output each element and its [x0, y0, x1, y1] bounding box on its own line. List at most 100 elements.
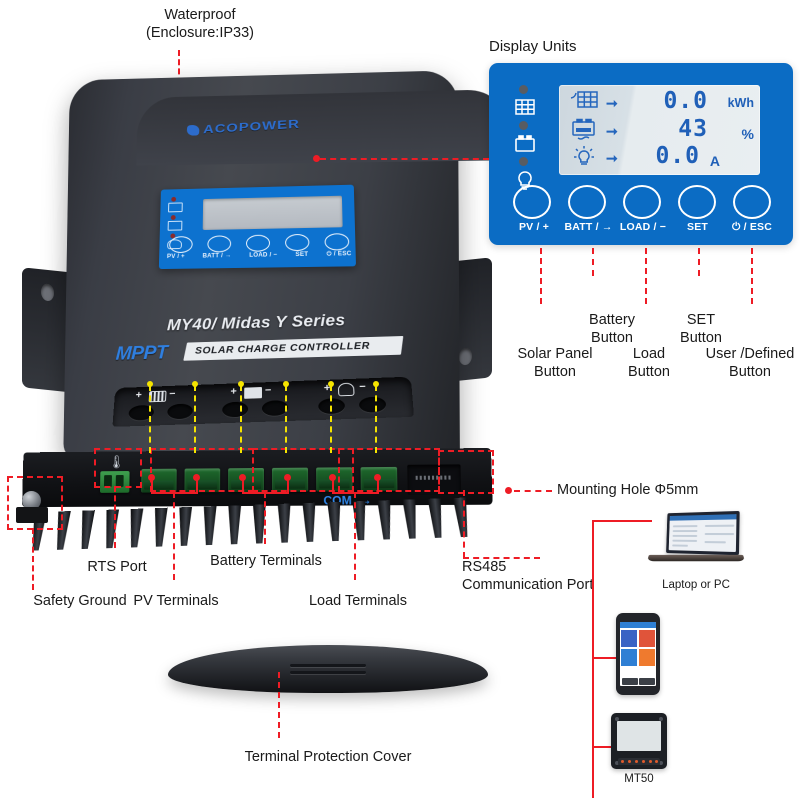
leader-rs485-v [463, 490, 465, 558]
badge-text: SOLAR CHARGE CONTROLLER [194, 339, 371, 357]
leader-load-plus [330, 385, 332, 453]
leader-batt-minus [285, 385, 287, 453]
lcd-value-current: 0.0 [655, 143, 700, 169]
lcd-row-solar: ➞ 0.0 kWh [559, 89, 760, 119]
leader-batt-plus [240, 385, 242, 453]
label-battery-terminals: Battery Terminals [210, 553, 322, 569]
label-terminal-protection-cover: Terminal Protection Cover [244, 749, 412, 765]
leader-rs485-h [463, 557, 540, 559]
controller-cap-load: LOAD / − [249, 251, 278, 259]
lcd-unit-soc: % [741, 126, 754, 142]
callout-waterproof-line1: Waterproof [164, 7, 236, 23]
controller-button-pv[interactable] [169, 236, 193, 254]
highlight-pv-terminals [150, 448, 254, 492]
charge-controller-unit: ACOPOWER PV / + BATT / → [0, 55, 540, 525]
load-minus-symbol: − [358, 381, 367, 393]
mounting-hole-dot [505, 487, 512, 494]
label-rs485-line1: RS485 [462, 559, 507, 575]
callout-solar-panel-button-line1: Solar Panel [517, 346, 593, 362]
badge-mppt: MPPT [115, 342, 168, 365]
display-button-pv[interactable] [513, 185, 551, 219]
leader-rts-port [114, 486, 116, 548]
leader-load-terminals [354, 492, 356, 580]
controller-indicator-leds [166, 196, 196, 250]
solar-panel-icon [515, 99, 535, 115]
controller-button-batt[interactable] [207, 235, 232, 253]
mounting-hole-left [41, 283, 54, 302]
label-safety-ground: Safety Ground [33, 593, 127, 609]
label-display-units: Display Units [489, 38, 577, 55]
controller-button-set[interactable] [285, 233, 310, 252]
display-button-load[interactable] [623, 185, 661, 219]
label-laptop: Laptop or PC [662, 579, 730, 591]
lcd-value-soc: 43 [678, 116, 708, 142]
lcd-row-battery: ➞ 43 % [559, 118, 760, 148]
highlight-safety-ground [7, 476, 63, 530]
display-unit-mt50: ➞ 0.0 kWh ➞ 43 % [489, 63, 793, 245]
lcd-unit-energy: kWh [727, 96, 754, 110]
solar-panel-icon [168, 202, 183, 213]
highlight-battery-terminals [252, 448, 354, 492]
label-rs485: RS485 Communication Port [462, 558, 640, 594]
leader-pv-terminals [173, 492, 175, 580]
led-battery [519, 121, 528, 130]
ground-screw-icon [22, 491, 41, 510]
controller-cap-batt: BATT / → [202, 252, 232, 260]
flow-arrow-icon: ➞ [606, 95, 618, 111]
display-indicator-leds [513, 85, 547, 190]
pv-minus-symbol: − [168, 388, 176, 400]
brand-mark-icon [186, 124, 200, 137]
terminal-hole-pv-minus [167, 403, 194, 420]
display-button-captions: PV / + BATT / → LOAD / − SET ⏻ / ESC [507, 221, 779, 234]
controller-button-load[interactable] [246, 234, 271, 252]
callout-battery-button: Battery Button [566, 311, 658, 347]
callout-load-button-line2: Button [628, 364, 670, 381]
display-button-batt[interactable] [568, 185, 606, 219]
battery-icon [572, 118, 595, 140]
battery-icon [515, 135, 535, 152]
bus-line-laptop [592, 520, 652, 522]
led-load [519, 157, 528, 166]
display-cap-load: LOAD / − [619, 221, 667, 233]
smartphone-icon [616, 613, 660, 695]
callout-load-button-line1: Load [632, 346, 666, 362]
label-rs485-line2: Communication Port [462, 577, 594, 594]
leader-set-button [698, 248, 700, 276]
terminal-hole-load-minus [358, 396, 387, 413]
solar-panel-icon [570, 91, 598, 108]
controller-button-captions: PV / + BATT / → LOAD / − SET ⏻ / ESC [167, 250, 352, 261]
lcd-unit-current: A [709, 153, 720, 169]
pv-plus-symbol: + [135, 389, 143, 401]
label-pv-terminals: PV Terminals [133, 593, 219, 609]
controller-cap-esc: ⏻ / ESC [326, 250, 352, 258]
bus-line-vertical [592, 520, 594, 798]
leader-solar-panel-button [540, 248, 542, 304]
highlight-rts-port [94, 448, 142, 488]
callout-solar-panel-button: Solar Panel Button [500, 345, 610, 381]
controller-cap-set: SET [295, 250, 309, 259]
label-mt50: MT50 [624, 773, 654, 785]
label-load-terminals: Load Terminals [308, 593, 408, 609]
lcd-row-load: ➞ 0.0 A [559, 145, 760, 175]
led-solar [171, 196, 177, 202]
controller-button-esc[interactable] [324, 233, 350, 251]
callout-load-button: Load Button [613, 345, 685, 381]
label-mounting-hole: Mounting Hole Φ5mm [557, 482, 699, 498]
mounting-hole-right [459, 347, 472, 366]
callout-user-defined-button-line2: Button [729, 364, 771, 381]
display-cap-set: SET [686, 221, 709, 233]
callout-user-defined-button: User /Defined Button [695, 345, 800, 381]
leader-battery-terminals [264, 492, 266, 544]
led-battery [170, 215, 176, 221]
load-lamp-icon [337, 382, 355, 397]
controller-cap-pv: PV / + [166, 252, 185, 261]
flow-arrow-icon: ➞ [606, 123, 618, 139]
flow-arrow-icon: ➞ [606, 150, 618, 166]
battery-icon [167, 220, 183, 231]
callout-set-button: SET Button [666, 311, 736, 347]
callout-waterproof: Waterproof (Enclosure:IP33) [90, 6, 310, 42]
display-cap-batt: BATT / → [564, 221, 613, 233]
display-button-set[interactable] [678, 185, 716, 219]
display-button-esc[interactable] [733, 185, 771, 219]
